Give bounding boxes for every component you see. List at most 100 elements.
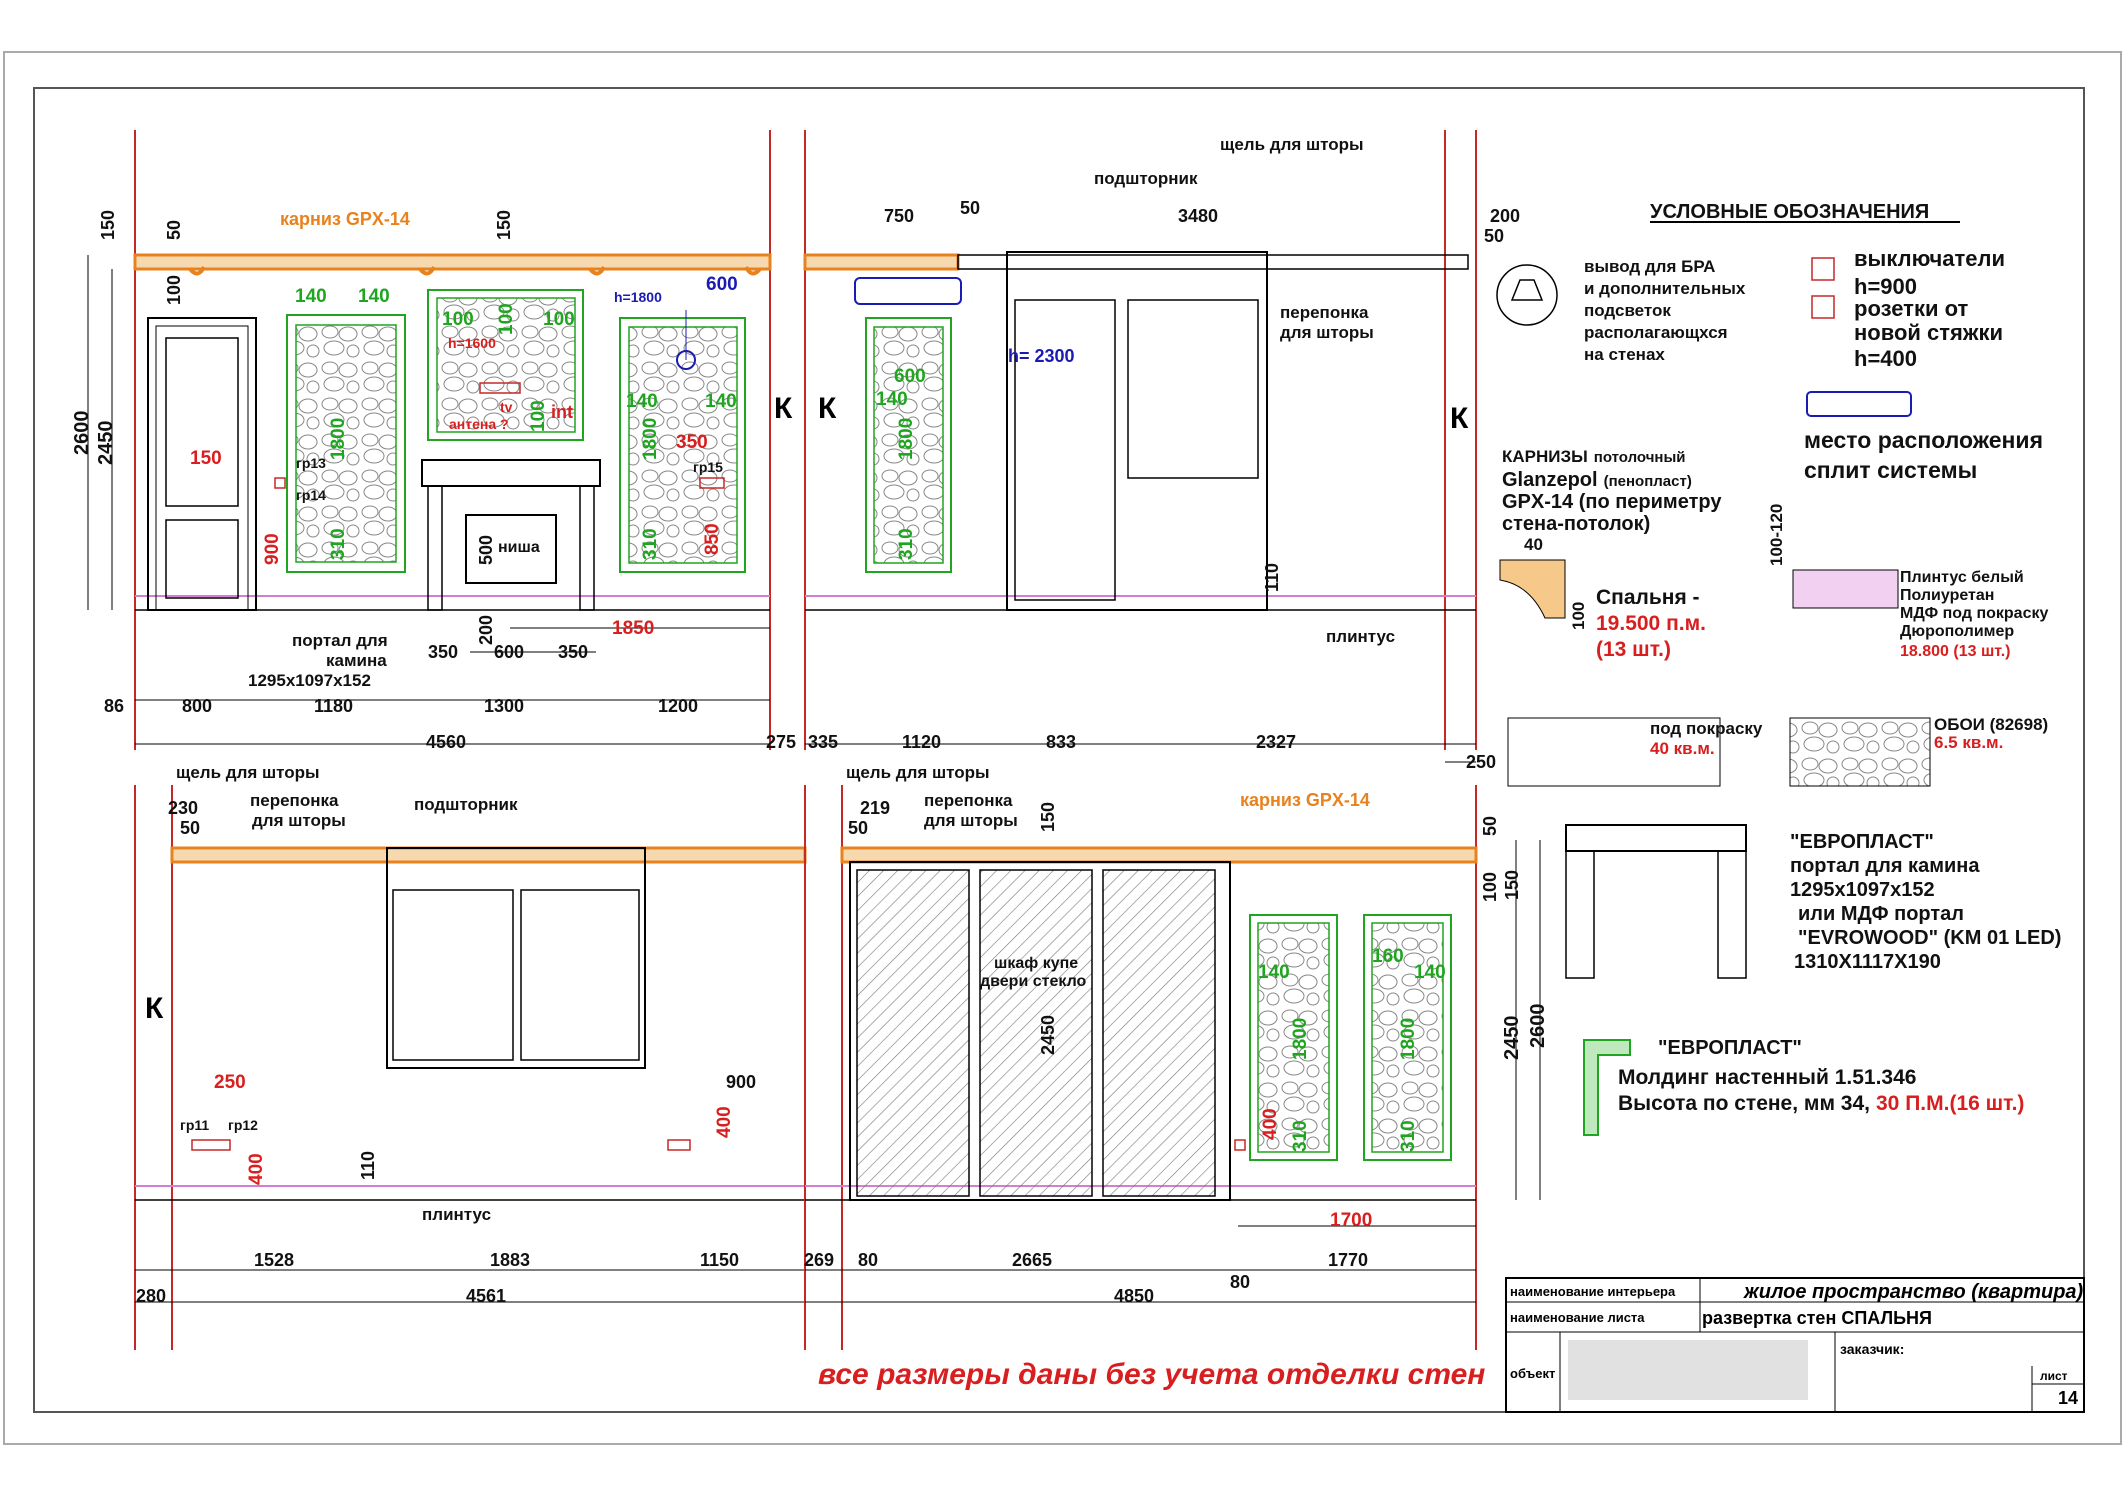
e1-niche-total: 1850 — [612, 618, 654, 639]
e4-w50: 50 — [848, 818, 868, 838]
e1-niche-base: 200 — [476, 615, 496, 645]
legend-plinth-1: Плинтус белый — [1900, 569, 2024, 586]
e4-dim-2665: 2665 — [1012, 1250, 1052, 1270]
e1-g13: гр13 — [296, 455, 326, 471]
e1-mold-left-w2: 140 — [358, 286, 390, 307]
e2-w750: 750 — [884, 206, 914, 226]
legend-molding-1: Молдинг настенный 1.51.346 — [1618, 1066, 1916, 1089]
e1-mold-center-w3: 100 — [543, 309, 575, 330]
e4-wardrobe-1: шкаф купе — [994, 955, 1078, 972]
elevation-2 — [803, 130, 1477, 763]
legend-cornice-w: 40 — [1524, 535, 1543, 554]
e3-dim-1883: 1883 — [490, 1250, 530, 1270]
e1-dim-1200: 1200 — [658, 696, 698, 716]
e2-w50: 50 — [960, 198, 980, 218]
elevation-3 — [134, 785, 807, 1350]
legend-plinth-4: Дюрополимер — [1900, 623, 2014, 640]
legend-cornice-h: 100 — [1569, 602, 1588, 630]
e4-dim-1770: 1770 — [1328, 1250, 1368, 1270]
e1-int: int — [551, 402, 573, 422]
e3-outlet-w: 900 — [726, 1072, 756, 1092]
e4-h150: 150 — [1038, 802, 1058, 832]
e4-dim-80b: 80 — [1230, 1272, 1250, 1292]
e2-w50b: 50 — [1484, 226, 1504, 246]
legend-cornice-1a: КАРНИЗЫ — [1502, 447, 1588, 466]
e2-k-left: К — [818, 392, 837, 425]
e2-gap: щель для шторы — [1220, 135, 1364, 154]
e2-corner: 250 — [1466, 752, 1496, 772]
e3-dim-1150: 1150 — [700, 1250, 739, 1270]
e1-tv: tv — [500, 399, 513, 415]
legend-plinth-3: МДФ под покраску — [1900, 605, 2048, 622]
note: все размеры даны без учета отделки стен — [818, 1358, 1485, 1391]
e1-lamp-h: h=1800 — [614, 289, 662, 305]
e1-mold-right-w1: 140 — [626, 391, 658, 412]
e4-mold-base1: 310 — [1290, 1120, 1311, 1152]
e3-sw-h: 400 — [246, 1153, 267, 1185]
e4-h2600: 2600 — [1527, 1004, 1549, 1049]
legend-cornice-3: GPX-14 (по периметру — [1502, 491, 1722, 513]
legend-molding-brand: "ЕВРОПЛАСТ" — [1658, 1037, 1802, 1059]
legend-wallpaper-label: ОБОИ (82698) — [1934, 715, 2048, 734]
e3-part-1: перепонка — [250, 791, 339, 810]
e4-h100: 100 — [1480, 872, 1500, 902]
e3-plinth-h: 110 — [358, 1151, 378, 1180]
e4-w219: 219 — [860, 798, 890, 818]
e4-mold-w3: 140 — [1414, 962, 1446, 983]
tb-client-lbl: заказчик: — [1840, 1341, 1904, 1357]
e2-mold-h: 1800 — [896, 418, 917, 460]
legend-portal-3: 1295x1097x152 — [1790, 879, 1935, 901]
legend-paint-label: под покраску — [1650, 719, 1763, 738]
e1-h50: 50 — [164, 220, 184, 240]
legend-portal-4: или МДФ портал — [1798, 903, 1964, 925]
e2-plinth-label: плинтус — [1326, 627, 1395, 646]
e2-mold-side: 140 — [876, 389, 908, 410]
legend-portal-2: портал для камина — [1790, 855, 1980, 877]
legend-outlets-2: новой стяжки — [1854, 320, 2003, 345]
e4-mold-h1: 1800 — [1290, 1018, 1311, 1060]
e1-niche-w1: 350 — [428, 642, 458, 662]
e3-dim-1528: 1528 — [254, 1250, 294, 1270]
labels: карниз GPX-14 150 50 100 2600 2450 150 1… — [71, 135, 2084, 1408]
e4-cornice: карниз GPX-14 — [1240, 790, 1370, 810]
e2-mold-base: 310 — [896, 528, 917, 560]
e1-tv-h: h=1600 — [448, 335, 496, 351]
e4-span: 1700 — [1330, 1210, 1372, 1231]
e2-k-right: К — [1450, 402, 1469, 435]
e2-mold-w: 600 — [894, 366, 926, 387]
tb-list-no: 14 — [2058, 1388, 2078, 1408]
legend-bra-5: на стенах — [1584, 345, 1665, 364]
e1-switch-h: 900 — [262, 533, 283, 565]
legend-portal-6: 1310X1117X190 — [1794, 951, 1941, 973]
legend-wallpaper-qty: 6.5 кв.м. — [1934, 733, 2003, 752]
legend-cornice-4: стена-потолок) — [1502, 513, 1650, 535]
e4-dim-269: 269 — [804, 1250, 834, 1270]
legend-cornice-qty2: (13 шт.) — [1596, 638, 1671, 661]
e1-niche: ниша — [498, 539, 540, 556]
e1-dim-1180: 1180 — [314, 696, 353, 716]
legend-bra-2: и дополнительных — [1584, 279, 1746, 298]
e1-lamp-w: 600 — [706, 274, 738, 295]
e1-dim-1300: 1300 — [484, 696, 524, 716]
e3-w230: 230 — [168, 798, 198, 818]
e1-mold-left-w1: 140 — [295, 286, 327, 307]
e1-portal-1: портал для — [292, 631, 388, 650]
legend-split-1: место расположения — [1804, 427, 2043, 453]
e1-cornice-label: карниз GPX-14 — [280, 209, 410, 229]
legend-split-2: сплит системы — [1804, 457, 1977, 483]
tb-sheet: развертка стен СПАЛЬНЯ — [1702, 1308, 1932, 1328]
e1-h150: 150 — [98, 210, 118, 240]
e4-gap: щель для шторы — [846, 763, 990, 782]
e1-niche-h: 500 — [476, 535, 496, 565]
e3-left: 280 — [136, 1286, 166, 1306]
e3-podsh: подшторник — [414, 795, 518, 814]
e3-gap: щель для шторы — [176, 763, 320, 782]
legend-outlets-h: h=400 — [1854, 346, 1917, 371]
legend-paint-qty: 40 кв.м. — [1650, 739, 1715, 758]
e3-total: 4561 — [466, 1286, 506, 1306]
e1-outlet-w: 350 — [676, 432, 708, 453]
e3-plinth-label: плинтус — [422, 1205, 491, 1224]
legend-portal-1: "ЕВРОПЛАСТ" — [1790, 831, 1934, 853]
e4-mold-w2: 160 — [1372, 946, 1404, 967]
e1-switch-w: 150 — [190, 448, 222, 469]
